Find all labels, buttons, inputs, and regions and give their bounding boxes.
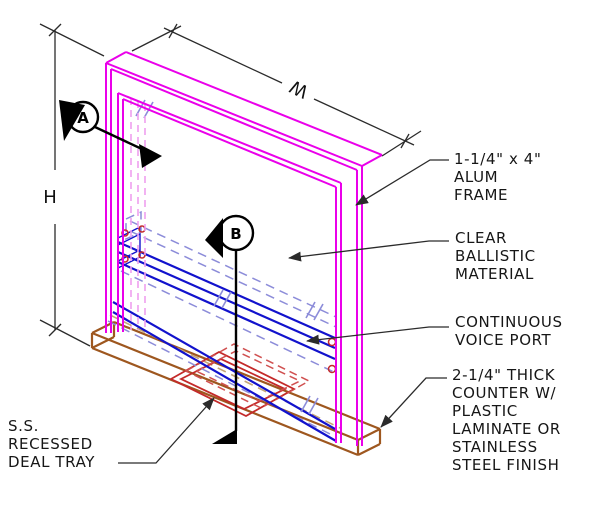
section-b-circle: [217, 214, 255, 252]
leader-deal-tray: [118, 397, 215, 464]
callout-alum-frame: 1-1/4" x 4" ALUM FRAME: [454, 150, 541, 204]
callout-ballistic-line: CLEAR: [455, 229, 507, 247]
section-a-arrow: [139, 144, 162, 168]
callout-alum-frame-line: FRAME: [454, 186, 509, 204]
section-a-label: A: [77, 109, 89, 127]
callout-counter-line: STAINLESS: [452, 438, 538, 456]
callout-deal-tray: S.S. RECESSED DEAL TRAY: [8, 417, 95, 471]
callout-voice-port-line: CONTINUOUS: [455, 313, 563, 331]
callout-voice-port-line: VOICE PORT: [455, 331, 552, 349]
width-dimension-label: W: [286, 75, 311, 102]
section-a-flag: [59, 100, 85, 141]
section-marker-b: B: [205, 214, 255, 444]
height-dimension-label: H: [43, 187, 57, 208]
callout-ballistic-line: BALLISTIC: [455, 247, 536, 265]
section-a-tail: [94, 125, 145, 152]
callout-counter-line: 2-1/4" THICK: [452, 366, 556, 384]
leader-counter: [380, 377, 447, 428]
leader-alum-frame: [355, 159, 449, 206]
leader-lines: [118, 159, 449, 464]
height-dimension: H: [39, 23, 105, 347]
section-b-label: B: [230, 225, 241, 243]
sill-shelf-lines: [112, 301, 337, 442]
section-marker-a: A: [59, 100, 162, 168]
callout-alum-frame-line: ALUM: [454, 168, 499, 186]
callout-counter: 2-1/4" THICK COUNTER W/ PLASTIC LAMINATE…: [452, 366, 561, 474]
callout-ballistic-material: CLEAR BALLISTIC MATERIAL: [455, 229, 536, 283]
leader-voice-port: [306, 326, 449, 345]
window-frame: [105, 51, 383, 446]
callout-deal-tray-line: RECESSED: [8, 435, 93, 453]
callout-deal-tray-line: DEAL TRAY: [8, 453, 96, 471]
callout-alum-frame-line: 1-1/4" x 4": [454, 150, 542, 168]
frame-hidden-lines: [130, 98, 146, 330]
callout-counter-line: PLASTIC: [452, 402, 518, 420]
callout-deal-tray-line: S.S.: [8, 417, 39, 435]
deal-tray-hidden-inner: [194, 350, 302, 402]
leader-ballistic: [288, 240, 449, 262]
callout-ballistic-line: MATERIAL: [455, 265, 534, 283]
callout-voice-port: CONTINUOUS VOICE PORT: [455, 313, 563, 349]
voice-port: [107, 99, 337, 442]
callout-counter-line: LAMINATE OR: [452, 420, 561, 438]
callout-counter-line: COUNTER W/: [452, 384, 557, 402]
section-b-foot-arrow: [212, 429, 237, 444]
section-a-circle: [66, 100, 100, 134]
section-b-flag: [205, 218, 223, 258]
callout-counter-line: STEEL FINISH: [452, 456, 560, 474]
glazing-hidden-lines: [107, 220, 337, 435]
